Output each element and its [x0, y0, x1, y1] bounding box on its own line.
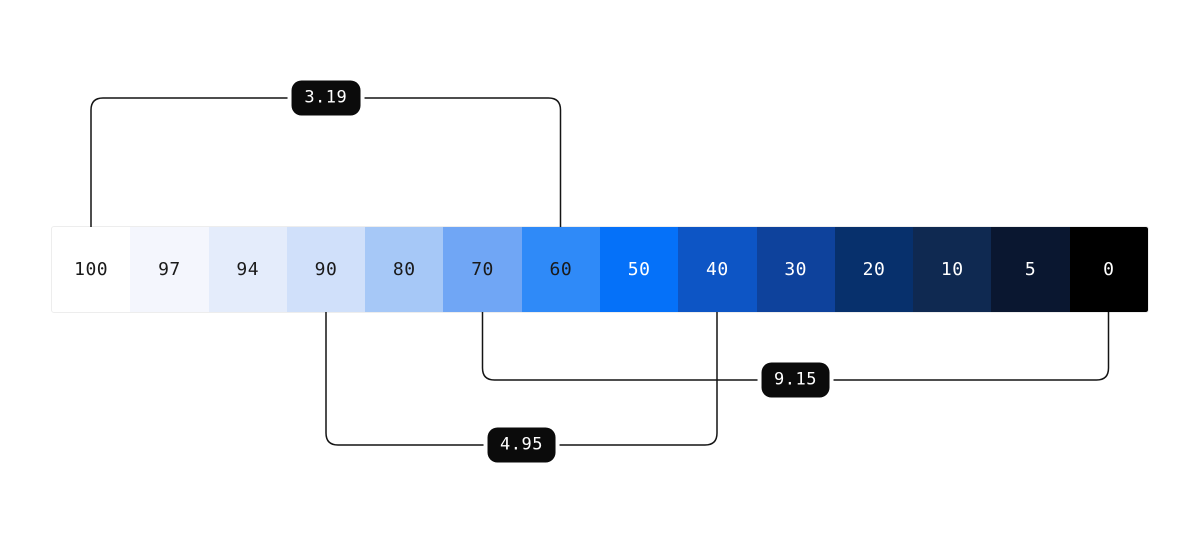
color-strip: 100 97 94 90 80 70 60 50 40 30 20 10 5 0	[51, 226, 1149, 313]
swatch-label: 97	[158, 258, 181, 280]
swatch-40: 40	[678, 227, 757, 312]
contrast-badge-bottom-near: 4.95	[487, 427, 556, 463]
swatch-30: 30	[756, 227, 835, 312]
swatch-60: 60	[521, 227, 600, 312]
swatch-label: 50	[627, 258, 651, 280]
swatch-label: 20	[862, 258, 886, 280]
contrast-badge-top: 3.19	[291, 80, 361, 116]
swatch-0: 0	[1069, 227, 1148, 312]
swatch-94: 94	[208, 227, 287, 312]
swatch-label: 30	[784, 258, 808, 280]
swatch-label: 10	[940, 258, 964, 280]
swatch-label: 60	[549, 258, 573, 280]
connector-line-90-to-40	[325, 312, 718, 446]
contrast-badge-bottom-far: 9.15	[761, 362, 830, 398]
connector-line-100-to-60	[90, 97, 562, 227]
swatch-50: 50	[599, 227, 679, 312]
swatch-label: 90	[314, 258, 338, 280]
swatch-10: 10	[913, 227, 992, 312]
swatch-label: 0	[1103, 258, 1115, 280]
swatch-5: 5	[991, 227, 1070, 312]
swatch-label: 70	[471, 258, 494, 280]
swatch-100: 100	[52, 227, 131, 312]
swatch-20: 20	[834, 227, 914, 312]
swatch-label: 40	[706, 258, 729, 280]
swatch-97: 97	[130, 227, 209, 312]
swatch-70: 70	[443, 227, 522, 312]
swatch-label: 94	[236, 258, 260, 280]
swatch-label: 100	[74, 258, 109, 280]
swatch-label: 80	[392, 258, 416, 280]
swatch-label: 5	[1024, 258, 1037, 280]
swatch-90: 90	[286, 227, 366, 312]
swatch-80: 80	[365, 227, 444, 312]
